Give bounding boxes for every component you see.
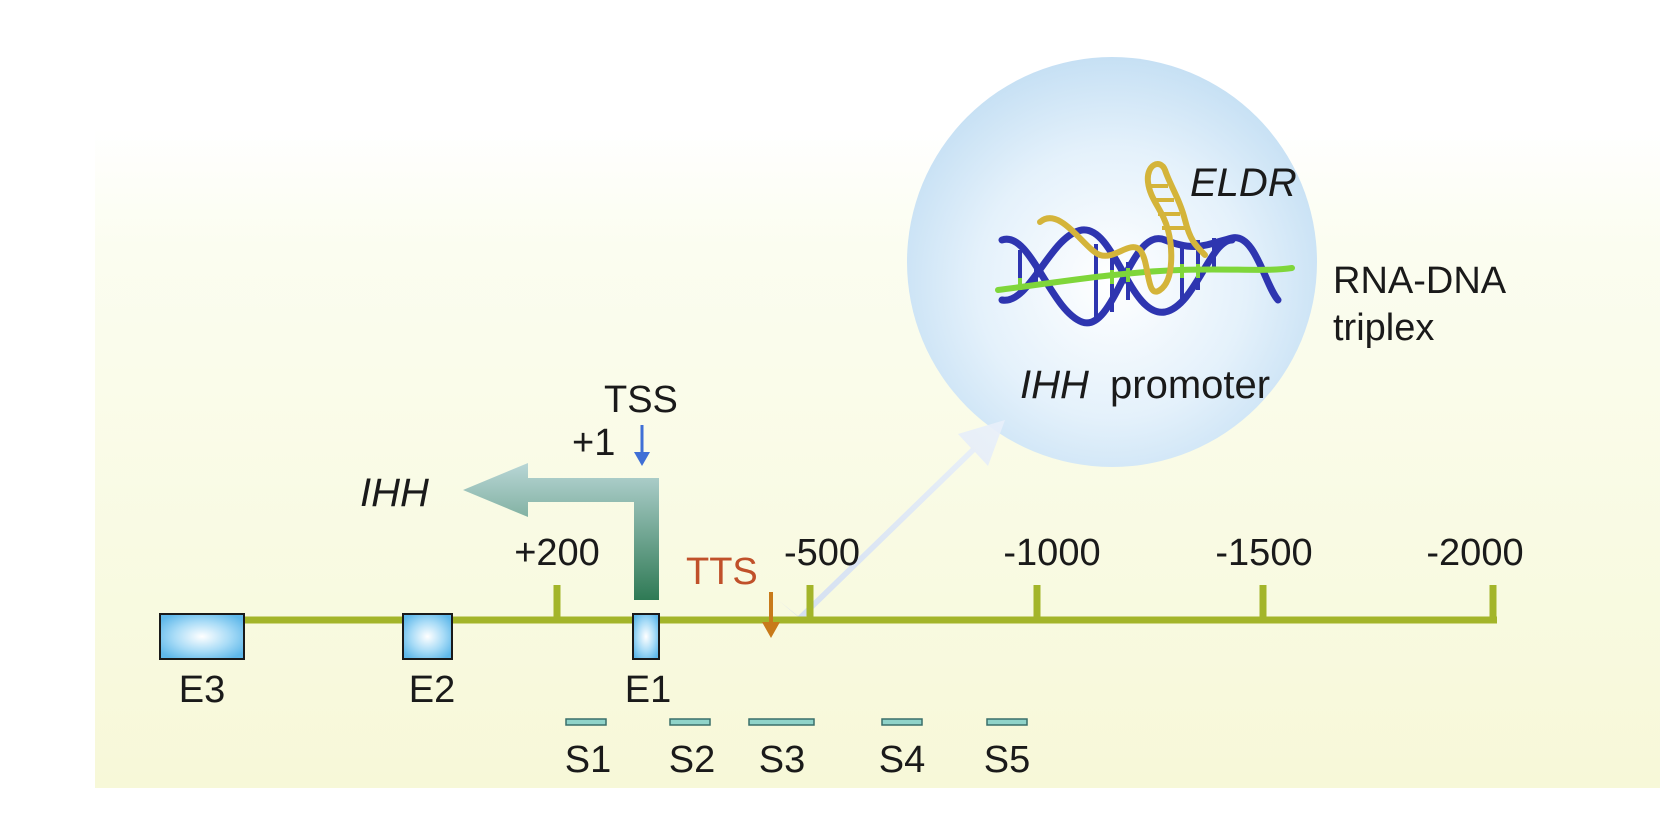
- tick-label-plus200: +200: [514, 532, 600, 574]
- site-bar-s2: [669, 718, 711, 726]
- exon-e1: [632, 613, 660, 660]
- site-bar-s4: [881, 718, 923, 726]
- tick-label-minus2000: -2000: [1426, 532, 1523, 574]
- promoter-word: promoter: [1110, 363, 1270, 407]
- axis-ticks: [553, 585, 1497, 623]
- tts-arrow-icon: [762, 592, 780, 638]
- third-strand-ticks: [1018, 264, 1200, 290]
- tss-arrow-icon: [634, 425, 650, 466]
- exon-e3: [159, 613, 245, 660]
- background-panel: [95, 128, 1660, 788]
- rna-strand: [1037, 161, 1208, 295]
- tts-label: TTS: [686, 551, 758, 593]
- tss-position: +1: [572, 422, 615, 464]
- complex-label-line1: RNA-DNA: [1333, 260, 1507, 302]
- gene-label: IHH: [360, 471, 429, 515]
- site-label-s4: S4: [879, 739, 925, 781]
- promoter-zoom-arrow: [778, 420, 1005, 620]
- site-label-s5: S5: [984, 739, 1030, 781]
- site-bar-s1: [565, 718, 607, 726]
- exon-label-e1: E1: [625, 669, 671, 711]
- transcription-arrow: [463, 463, 659, 600]
- tss-label: TSS: [604, 379, 678, 421]
- exon-label-e2: E2: [409, 669, 455, 711]
- third-strand: [995, 265, 1295, 293]
- site-label-s2: S2: [669, 739, 715, 781]
- rna-label: ELDR: [1190, 161, 1297, 205]
- site-bar-s3: [748, 718, 815, 726]
- site-label-s1: S1: [565, 739, 611, 781]
- tick-label-minus1000: -1000: [1003, 532, 1100, 574]
- promoter-gene: IHH: [1020, 363, 1089, 407]
- exon-label-e3: E3: [179, 669, 225, 711]
- tick-label-minus500: -500: [784, 532, 860, 574]
- promoter-label: IHH promoter: [1020, 363, 1270, 407]
- site-bars: [565, 718, 1028, 726]
- tick-label-minus1500: -1500: [1215, 532, 1312, 574]
- rna-hairpin-rungs: [1150, 184, 1185, 230]
- exon-e2: [402, 613, 453, 660]
- site-bar-s5: [986, 718, 1028, 726]
- complex-label-line2: triplex: [1333, 307, 1434, 349]
- triplex-inset: ELDR IHH promoter: [907, 57, 1317, 467]
- site-label-s3: S3: [759, 739, 805, 781]
- dna-strand-upper: [998, 234, 1282, 327]
